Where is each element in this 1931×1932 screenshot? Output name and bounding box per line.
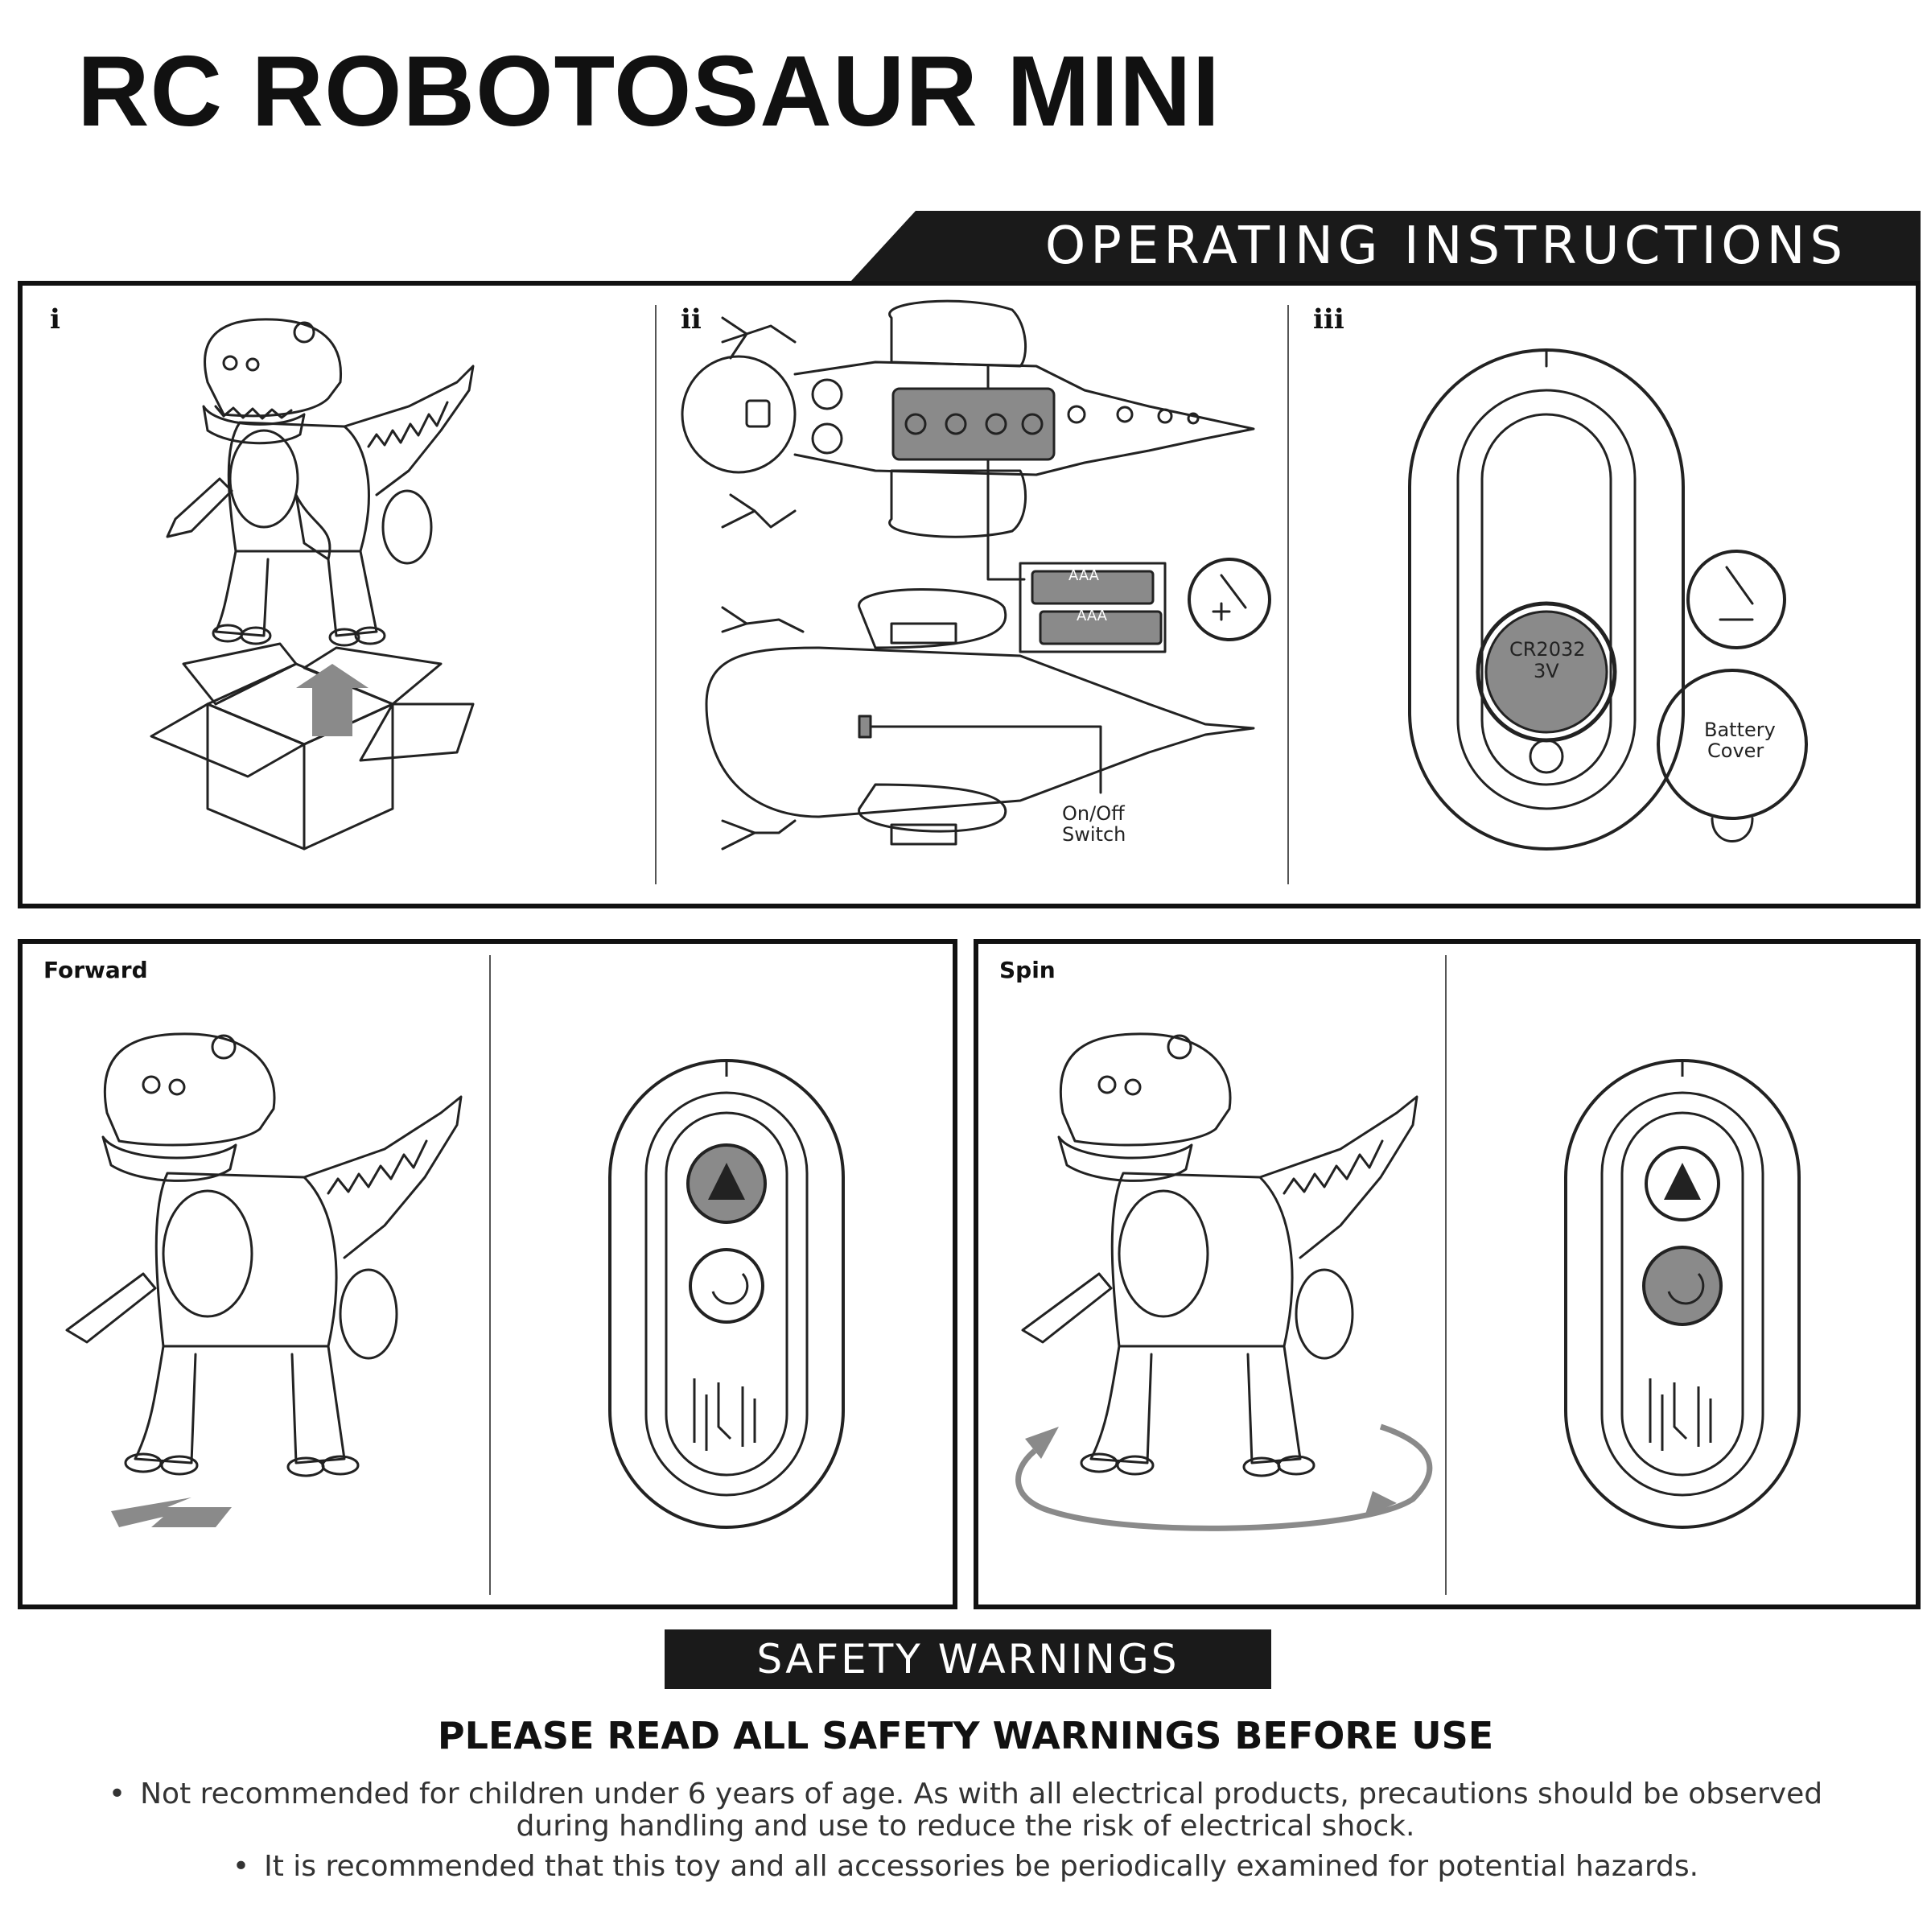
forward-arrow-icon	[111, 1497, 232, 1527]
coin-cell-label-line2: 3V	[1534, 660, 1559, 682]
warning-text: Not recommended for children under 6 yea…	[140, 1778, 1823, 1843]
forward-illustration	[65, 1032, 845, 1529]
operating-instructions-banner: OPERATING INSTRUCTIONS	[851, 211, 1921, 281]
mode-divider	[1445, 955, 1447, 1595]
battery-compartment-illustration	[681, 299, 1271, 653]
step-divider	[1287, 305, 1289, 884]
setup-steps-panel: i ii iii	[18, 281, 1921, 908]
warning-item: • Not recommended for children under 6 ye…	[80, 1778, 1851, 1843]
forward-mode-panel: Forward	[18, 939, 957, 1609]
switch-label-line1: On/Off	[1062, 802, 1125, 825]
forward-button-icon	[708, 1163, 745, 1200]
switch-view-illustration	[705, 588, 1255, 851]
warning-item: • It is recommended that this toy and all…	[80, 1850, 1851, 1883]
battery-hatch	[891, 387, 1056, 461]
battery-label: AAA	[1068, 567, 1099, 584]
safety-warnings-banner: SAFETY WARNINGS	[665, 1629, 1271, 1689]
step-label-i: i	[50, 303, 60, 336]
remote-back-illustration	[1408, 348, 1808, 851]
box-illustration	[150, 642, 475, 851]
step-label-iii: iii	[1313, 303, 1344, 336]
bullet-icon: •	[108, 1778, 126, 1810]
spin-illustration	[1015, 1032, 1801, 1531]
spin-mode-label: Spin	[999, 957, 1056, 983]
switch-label-line2: Switch	[1062, 823, 1126, 846]
mode-divider	[489, 955, 491, 1595]
coin-cell-label-line1: CR2032	[1509, 638, 1586, 661]
forward-button-icon	[1664, 1163, 1701, 1200]
forward-mode-label: Forward	[43, 957, 148, 983]
spin-arrow-icon	[1015, 1423, 1433, 1531]
bullet-icon: •	[232, 1850, 250, 1883]
spin-mode-panel: Spin	[974, 939, 1921, 1609]
operating-instructions-title: OPERATING INSTRUCTIONS	[1044, 216, 1848, 276]
page-title: RC ROBOTOSAUR MINI	[77, 36, 1221, 147]
step-divider	[655, 305, 657, 884]
battery-cover-label-line1: Battery	[1704, 719, 1776, 741]
setup-illustrations	[150, 299, 1808, 851]
warning-text: It is recommended that this toy and all …	[264, 1850, 1699, 1883]
dinosaur-illustration	[166, 318, 475, 647]
up-arrow-icon	[296, 664, 368, 736]
battery-cover-label-line2: Cover	[1707, 739, 1764, 762]
safety-heading: PLEASE READ ALL SAFETY WARNINGS BEFORE U…	[437, 1714, 1494, 1757]
step-label-ii: ii	[681, 303, 702, 336]
battery-label: AAA	[1077, 608, 1107, 624]
